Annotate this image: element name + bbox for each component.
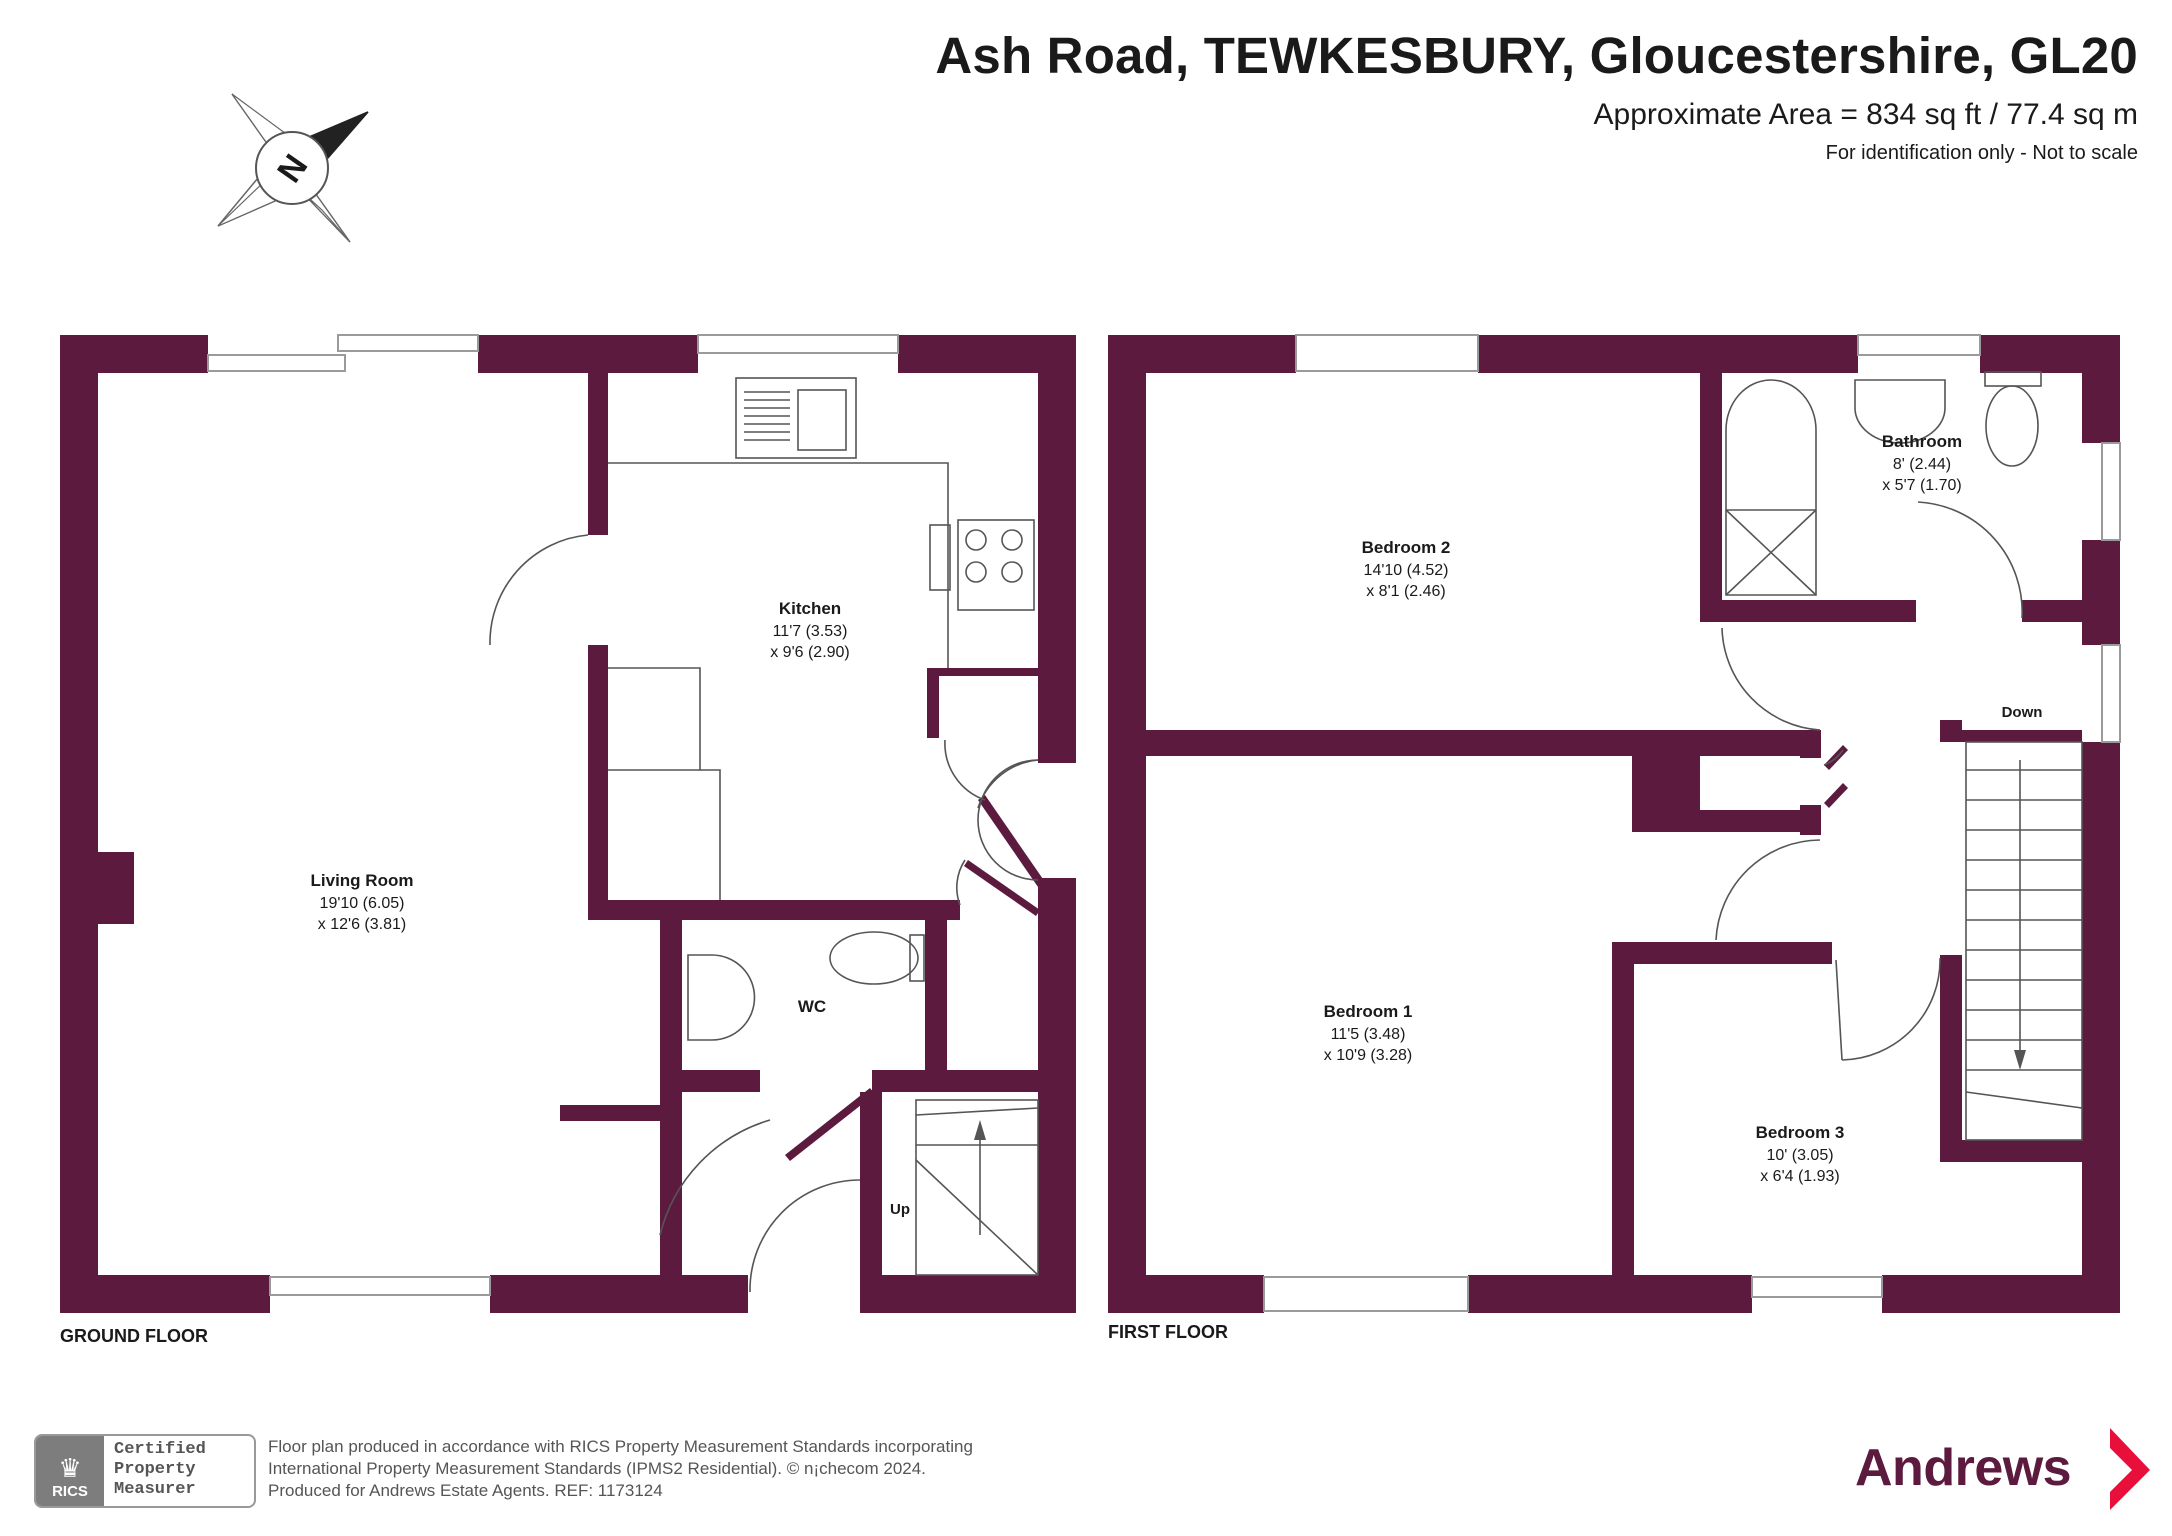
bedroom1-name: Bedroom 1 bbox=[1324, 1002, 1413, 1021]
compass-icon: N bbox=[217, 93, 369, 243]
brand-chevron-icon bbox=[2110, 1428, 2150, 1510]
room-bedroom3: Bedroom 3 10' (3.05) x 6'4 (1.93) bbox=[1756, 1123, 1845, 1185]
footer-disclaimer: Floor plan produced in accordance with R… bbox=[268, 1436, 973, 1502]
kitchen-name: Kitchen bbox=[779, 599, 841, 618]
scale-note: For identification only - Not to scale bbox=[1825, 142, 2138, 165]
stairs-up-label: Up bbox=[890, 1201, 910, 1218]
bedroom2-name: Bedroom 2 bbox=[1362, 538, 1451, 557]
ground-floor-label: GROUND FLOOR bbox=[60, 1326, 208, 1346]
approximate-area: Approximate Area = 834 sq ft / 77.4 sq m bbox=[1593, 98, 2138, 132]
kitchen-dim1: 11'7 (3.53) bbox=[773, 623, 848, 640]
first-floor-label: FIRST FLOOR bbox=[1108, 1322, 1228, 1342]
kitchen-dim2: x 9'6 (2.90) bbox=[770, 644, 850, 661]
first-floor-fixtures bbox=[1715, 371, 2083, 1141]
stairs-up-arrow-icon bbox=[974, 1120, 986, 1140]
first-floor-plan bbox=[1108, 335, 2120, 1313]
room-living: Living Room 19'10 (6.05) x 12'6 (3.81) bbox=[311, 871, 414, 933]
stairs-down-arrow-icon bbox=[2014, 1050, 2026, 1070]
rics-line2: Property bbox=[114, 1460, 196, 1479]
bedroom1-dim1: 11'5 (3.48) bbox=[1331, 1026, 1406, 1043]
bathroom-name: Bathroom bbox=[1882, 432, 1962, 451]
rics-org-label: RICS bbox=[52, 1483, 88, 1500]
footer-line2: International Property Measurement Stand… bbox=[268, 1459, 926, 1478]
bedroom2-dim1: 14'10 (4.52) bbox=[1364, 562, 1449, 579]
bathroom-dim1: 8' (2.44) bbox=[1893, 456, 1951, 473]
ground-floor-fixtures bbox=[489, 377, 1039, 1293]
wc-name: WC bbox=[798, 997, 826, 1016]
ground-floor-plan bbox=[60, 335, 1076, 1313]
bedroom3-name: Bedroom 3 bbox=[1756, 1123, 1845, 1142]
living-room-dim1: 19'10 (6.05) bbox=[320, 895, 405, 912]
stairs-down-label: Down bbox=[2002, 704, 2043, 721]
brand-logo: Andrews bbox=[1855, 1428, 2072, 1508]
sink-drainer-icon bbox=[744, 391, 790, 441]
bedroom2-dim2: x 8'1 (2.46) bbox=[1366, 583, 1446, 600]
room-kitchen: Kitchen 11'7 (3.53) x 9'6 (2.90) bbox=[770, 599, 850, 661]
living-room-name: Living Room bbox=[311, 871, 414, 890]
rics-certified-badge: ♛ RICS Certified Property Measurer bbox=[34, 1434, 256, 1508]
bedroom1-dim2: x 10'9 (3.28) bbox=[1324, 1047, 1412, 1064]
rics-badge-text: Certified Property Measurer bbox=[104, 1436, 254, 1506]
rics-line3: Measurer bbox=[114, 1480, 196, 1499]
living-room-dim2: x 12'6 (3.81) bbox=[318, 916, 406, 933]
bedroom3-dim2: x 6'4 (1.93) bbox=[1760, 1168, 1840, 1185]
room-bedroom1: Bedroom 1 11'5 (3.48) x 10'9 (3.28) bbox=[1324, 1002, 1413, 1064]
plan-header: Ash Road, TEWKESBURY, Gloucestershire, G… bbox=[935, 27, 2138, 165]
bedroom3-dim1: 10' (3.05) bbox=[1766, 1147, 1833, 1164]
ground-floor-windows bbox=[207, 334, 899, 1296]
brand-name: Andrews bbox=[1855, 1439, 2072, 1497]
rics-crest-icon: ♛ bbox=[58, 1453, 82, 1483]
rics-line1: Certified bbox=[114, 1440, 206, 1459]
bathroom-dim2: x 5'7 (1.70) bbox=[1882, 477, 1962, 494]
room-wc: WC bbox=[798, 997, 826, 1016]
first-floor-windows bbox=[1263, 334, 2121, 1312]
property-title: Ash Road, TEWKESBURY, Gloucestershire, G… bbox=[935, 27, 2138, 84]
footer-line3: Produced for Andrews Estate Agents. REF:… bbox=[268, 1481, 663, 1500]
room-bedroom2: Bedroom 2 14'10 (4.52) x 8'1 (2.46) bbox=[1362, 538, 1451, 600]
room-bathroom: Bathroom 8' (2.44) x 5'7 (1.70) bbox=[1882, 432, 1962, 494]
rics-logo: ♛ RICS bbox=[36, 1436, 104, 1506]
footer-line1: Floor plan produced in accordance with R… bbox=[268, 1437, 973, 1456]
